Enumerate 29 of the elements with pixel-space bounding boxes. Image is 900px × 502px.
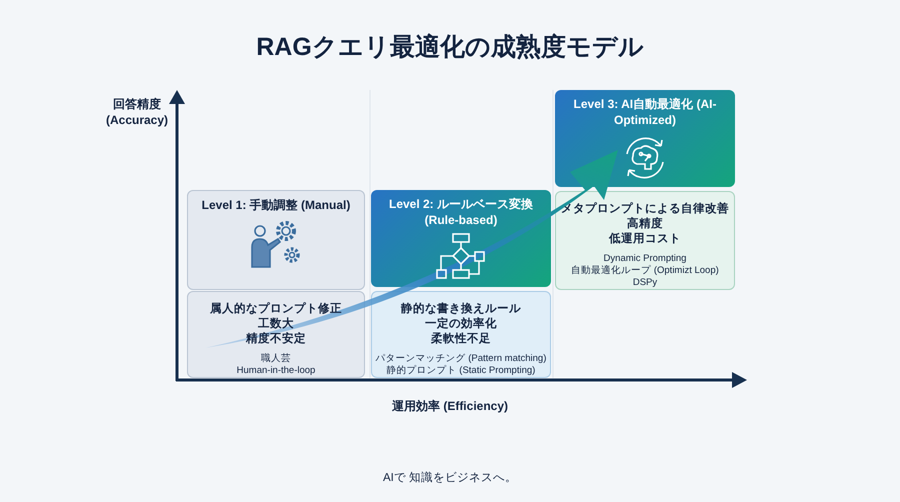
card-note: Dynamic Prompting — [604, 253, 686, 265]
level-card — [555, 191, 735, 290]
card-text: 属人的なプロンプト修正 — [210, 302, 342, 317]
level-card — [187, 190, 365, 290]
card-note: 自動最適化ループ (Optimizt Loop) — [571, 265, 719, 277]
card-heading: Level 1: 手動調整 (Manual) — [202, 197, 350, 213]
card-note: Human-in-the-loop — [236, 365, 316, 377]
card-text: 高精度 — [627, 217, 663, 232]
card-note: パターンマッチング (Pattern matching) — [376, 353, 546, 365]
card-text: メタプロンプトによる自律改善 — [561, 202, 729, 217]
level-card — [371, 190, 551, 287]
card-text: 工数大 — [258, 317, 294, 332]
card-text: 低運用コスト — [609, 232, 681, 247]
axis-label: 運用効率 (Efficiency) — [392, 399, 508, 413]
tagline: AIで 知識をビジネスへ。 — [382, 472, 518, 484]
card-note: DSPy — [632, 277, 658, 289]
axis-label: 回答精度 (Accuracy) — [106, 97, 168, 127]
card-text: 精度不安定 — [246, 332, 306, 347]
title: RAGクエリ最適化の成熟度モデル — [256, 33, 644, 61]
card-text: 柔軟性不足 — [431, 332, 491, 347]
card-heading: Level 3: AI自動最適化 (AI-Optimized) — [572, 96, 718, 128]
card-text: 一定の効率化 — [425, 317, 497, 332]
card-note: 職人芸 — [261, 353, 291, 365]
card-heading: Level 2: ルールベース変換 (Rule-based) — [388, 196, 534, 228]
card-note: 静的プロンプト (Static Prompting) — [386, 365, 536, 377]
level-card — [555, 90, 735, 187]
level-card — [187, 291, 365, 378]
card-text: 静的な書き換えルール — [401, 302, 521, 317]
level-card — [371, 291, 551, 378]
